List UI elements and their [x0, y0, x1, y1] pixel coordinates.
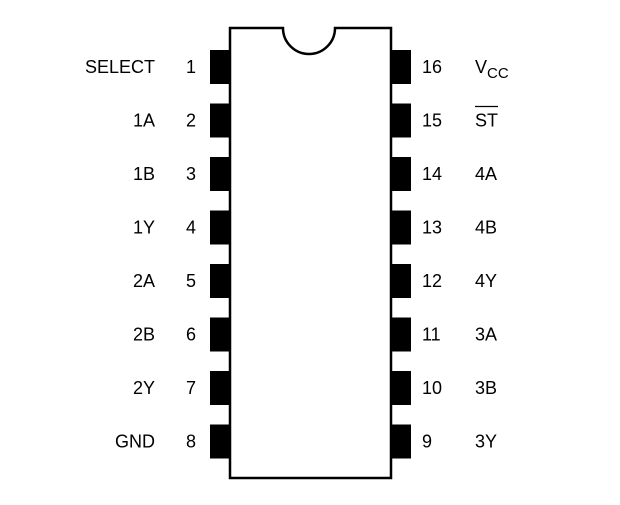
pin-13-number: 13 [422, 218, 442, 238]
pin-14-label-4a: 4A [475, 164, 497, 184]
pin-2-lead [210, 103, 230, 138]
pin-15-number: 15 [422, 111, 442, 131]
pin-11-number: 11 [422, 325, 441, 345]
pin-1-number: 1 [186, 57, 196, 77]
pins-layer [210, 50, 411, 459]
pin-6-number: 6 [186, 325, 196, 345]
pin-7-label-2y: 2Y [133, 378, 155, 398]
pin-5-number: 5 [186, 271, 196, 291]
pin-10-label-3b: 3B [475, 378, 497, 398]
pin-14-lead [391, 157, 411, 191]
pin-6-label-2b: 2B [133, 325, 155, 345]
pin-14-number: 14 [422, 164, 442, 184]
pin-16-label-subscript: CC [487, 65, 509, 82]
pin-5-lead [210, 264, 230, 298]
pin-3-lead [210, 157, 230, 191]
pin-16-lead [391, 50, 411, 84]
pin-13-label-4b: 4B [475, 218, 497, 238]
pin-1-label-select: SELECT [85, 57, 155, 77]
pin-6-lead [210, 317, 230, 352]
pin-13-lead [391, 210, 411, 245]
pin-1-lead [210, 50, 230, 84]
labels-layer: 1 SELECT 2 1A 3 1B 4 1Y 5 2A 6 2B 7 2Y 8 GND 16 VCC 15 ST 14… [85, 57, 509, 452]
pin-8-number: 8 [186, 432, 196, 452]
pin-15-lead [391, 103, 411, 138]
pin-7-number: 7 [186, 378, 196, 398]
pin-3-number: 3 [186, 164, 196, 184]
pin-9-number: 9 [422, 432, 432, 452]
pin-5-label-2a: 2A [133, 271, 155, 291]
ic-package-body [228, 26, 393, 480]
pin-2-number: 2 [186, 111, 196, 131]
pin-2-label-1a: 1A [133, 111, 155, 131]
pin-12-lead [391, 264, 411, 298]
pin-8-label-gnd: GND [115, 432, 155, 452]
pin-10-lead [391, 371, 411, 405]
pin-11-lead [391, 317, 411, 352]
pin-9-label-3y: 3Y [475, 432, 497, 452]
pin-8-lead [210, 424, 230, 459]
pin-15-label-st: ST [475, 111, 498, 131]
pin-16-number: 16 [422, 57, 442, 77]
pin-9-lead [391, 424, 411, 459]
pin-16-label-vcc: VCC [475, 57, 509, 82]
pin-11-label-3a: 3A [475, 325, 497, 345]
pin-4-lead [210, 210, 230, 245]
pin-12-number: 12 [422, 271, 442, 291]
pin-10-number: 10 [422, 378, 442, 398]
pin-12-label-4y: 4Y [475, 271, 497, 291]
pin-7-lead [210, 371, 230, 405]
pin-3-label-1b: 1B [133, 164, 155, 184]
pin-4-number: 4 [186, 218, 196, 238]
pin-4-label-1y: 1Y [133, 218, 155, 238]
pin-16-label-main: V [475, 57, 487, 77]
